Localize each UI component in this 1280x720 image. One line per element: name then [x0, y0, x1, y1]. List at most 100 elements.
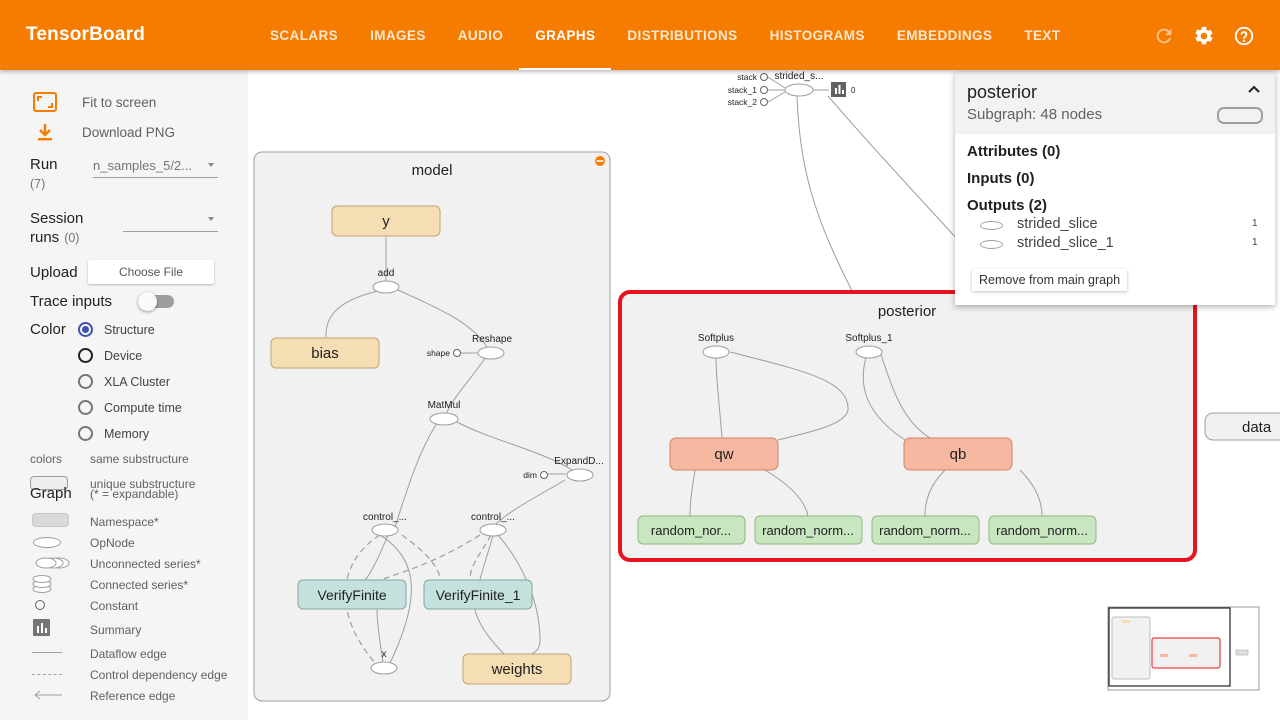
node-shape-label: shape: [427, 348, 450, 358]
opnode-icon: [980, 221, 1003, 230]
unconnected-series-legend-icon: [35, 557, 70, 569]
data-namespace[interactable]: data: [1204, 412, 1280, 441]
session-runs-label: runs (0): [30, 229, 79, 246]
legend-namespace: Namespace*: [90, 515, 159, 529]
node-add-label: add: [378, 268, 395, 279]
app-title: TensorBoard: [26, 24, 146, 45]
trace-inputs-label: Trace inputs: [30, 293, 112, 310]
constant-legend-icon: [35, 600, 45, 610]
node-dim-label: dim: [523, 470, 537, 480]
tab-images[interactable]: IMAGES: [370, 27, 426, 43]
colors-label: colors: [30, 452, 63, 466]
color-option-memory: Memory: [104, 427, 150, 441]
node-bias[interactable]: [270, 337, 380, 369]
tab-scalars[interactable]: SCALARS: [270, 27, 339, 43]
tab-graphs[interactable]: GRAPHS: [519, 0, 612, 70]
strided-slice-label: strided_s...: [775, 71, 824, 82]
run-select[interactable]: n_samples_5/2...: [93, 158, 218, 178]
node-y[interactable]: [331, 205, 441, 237]
dataflow-edge-legend-icon: [32, 652, 62, 653]
node-control-1-label: control_...: [363, 512, 407, 523]
download-icon[interactable]: [35, 122, 55, 142]
tab-text[interactable]: TEXT: [1024, 27, 1061, 43]
graph-canvas[interactable]: stack stack_1 stack_2 strided_s... 0 mod…: [248, 70, 1280, 720]
model-title: model: [412, 162, 453, 179]
node-control-2-label: control_...: [471, 512, 515, 523]
fit-to-screen-button[interactable]: Fit to screen: [82, 95, 157, 110]
namespace-legend-icon: [32, 513, 69, 527]
stack-2-label: stack_2: [728, 97, 758, 107]
chevron-up-icon[interactable]: [1247, 84, 1261, 94]
node-control-2[interactable]: [479, 523, 507, 537]
node-random-normal-3[interactable]: [871, 515, 980, 545]
tab-audio[interactable]: AUDIO: [457, 27, 504, 43]
help-icon[interactable]: [1233, 25, 1255, 47]
node-bias-label: bias: [311, 345, 339, 362]
sidebar: Fit to screen Download PNG Run (7) n_sam…: [0, 70, 248, 720]
session-label: Session: [30, 210, 84, 227]
node-reshape[interactable]: [477, 346, 505, 360]
gear-icon[interactable]: [1193, 25, 1215, 47]
refresh-icon[interactable]: [1153, 25, 1175, 47]
node-qb[interactable]: [903, 437, 1013, 471]
legend-control-dependency-edge: Control dependency edge: [90, 668, 228, 682]
node-matmul-label: MatMul: [428, 400, 461, 411]
output-item-name[interactable]: strided_slice: [1017, 216, 1098, 232]
namespace-shape-icon: [1217, 107, 1263, 124]
node-expanddims[interactable]: [566, 468, 594, 482]
node-shape[interactable]: [453, 349, 461, 357]
chevron-down-icon: [208, 217, 214, 221]
node-qw-label: qw: [714, 446, 733, 463]
node-random-normal-4[interactable]: [988, 515, 1097, 545]
node-softplus[interactable]: [702, 345, 730, 359]
output-item-count: 1: [1252, 237, 1258, 248]
stack-2-constant[interactable]: [760, 98, 768, 106]
info-card-attributes[interactable]: Attributes (0): [967, 143, 1061, 160]
color-radio-structure[interactable]: [78, 322, 93, 337]
node-random-normal-2[interactable]: [754, 515, 863, 545]
node-softplus-1[interactable]: [855, 345, 883, 359]
node-verifyfinite[interactable]: [297, 579, 407, 610]
trace-inputs-toggle[interactable]: [138, 292, 176, 311]
choose-file-button[interactable]: Choose File: [88, 260, 214, 284]
graph-label: Graph: [30, 485, 72, 502]
color-radio-device[interactable]: [78, 348, 93, 363]
info-card-subtitle: Subgraph: 48 nodes: [967, 106, 1103, 123]
node-control-1[interactable]: [371, 523, 399, 537]
output-item-name[interactable]: strided_slice_1: [1017, 235, 1114, 251]
node-y-label: y: [382, 213, 390, 230]
node-weights[interactable]: [462, 653, 572, 685]
stack-1-constant[interactable]: [760, 86, 768, 94]
info-card-outputs[interactable]: Outputs (2): [967, 197, 1047, 214]
expandable-note: (* = expandable): [90, 487, 179, 501]
color-radio-memory[interactable]: [78, 426, 93, 441]
minimap-viewport[interactable]: [1108, 607, 1231, 687]
color-radio-compute-time[interactable]: [78, 400, 93, 415]
info-card-inputs[interactable]: Inputs (0): [967, 170, 1035, 187]
stack-constant[interactable]: [760, 73, 768, 81]
node-dim[interactable]: [540, 471, 548, 479]
tab-histograms[interactable]: HISTOGRAMS: [769, 27, 865, 43]
node-verifyfinite-label: VerifyFinite: [317, 587, 386, 603]
minimap[interactable]: [1107, 606, 1260, 691]
node-reshape-label: Reshape: [472, 334, 512, 345]
unique-substructure-swatch: [30, 476, 68, 490]
node-verifyfinite-1[interactable]: [423, 579, 533, 610]
color-radio-xla-cluster[interactable]: [78, 374, 93, 389]
tab-embeddings[interactable]: EMBEDDINGS: [896, 27, 993, 43]
remove-from-main-graph-button[interactable]: Remove from main graph: [972, 269, 1128, 291]
posterior-namespace[interactable]: posterior Softplus Softplus_1 qw qb rand…: [618, 290, 1197, 562]
node-matmul[interactable]: [429, 412, 459, 426]
node-random-normal-1[interactable]: [637, 515, 746, 545]
node-add[interactable]: [372, 280, 400, 294]
fit-to-screen-icon[interactable]: [33, 92, 57, 112]
model-namespace[interactable]: model y add: [253, 151, 611, 702]
node-qw[interactable]: [669, 437, 779, 471]
session-select[interactable]: [123, 212, 218, 232]
tab-distributions[interactable]: DISTRIBUTIONS: [627, 27, 738, 43]
download-png-button[interactable]: Download PNG: [82, 125, 176, 140]
top-app-bar: TensorBoard SCALARS IMAGES AUDIO GRAPHS …: [0, 0, 1280, 70]
strided-slice-node[interactable]: [784, 83, 814, 97]
node-x[interactable]: [370, 661, 398, 675]
control-edge-legend-icon: [32, 674, 62, 675]
